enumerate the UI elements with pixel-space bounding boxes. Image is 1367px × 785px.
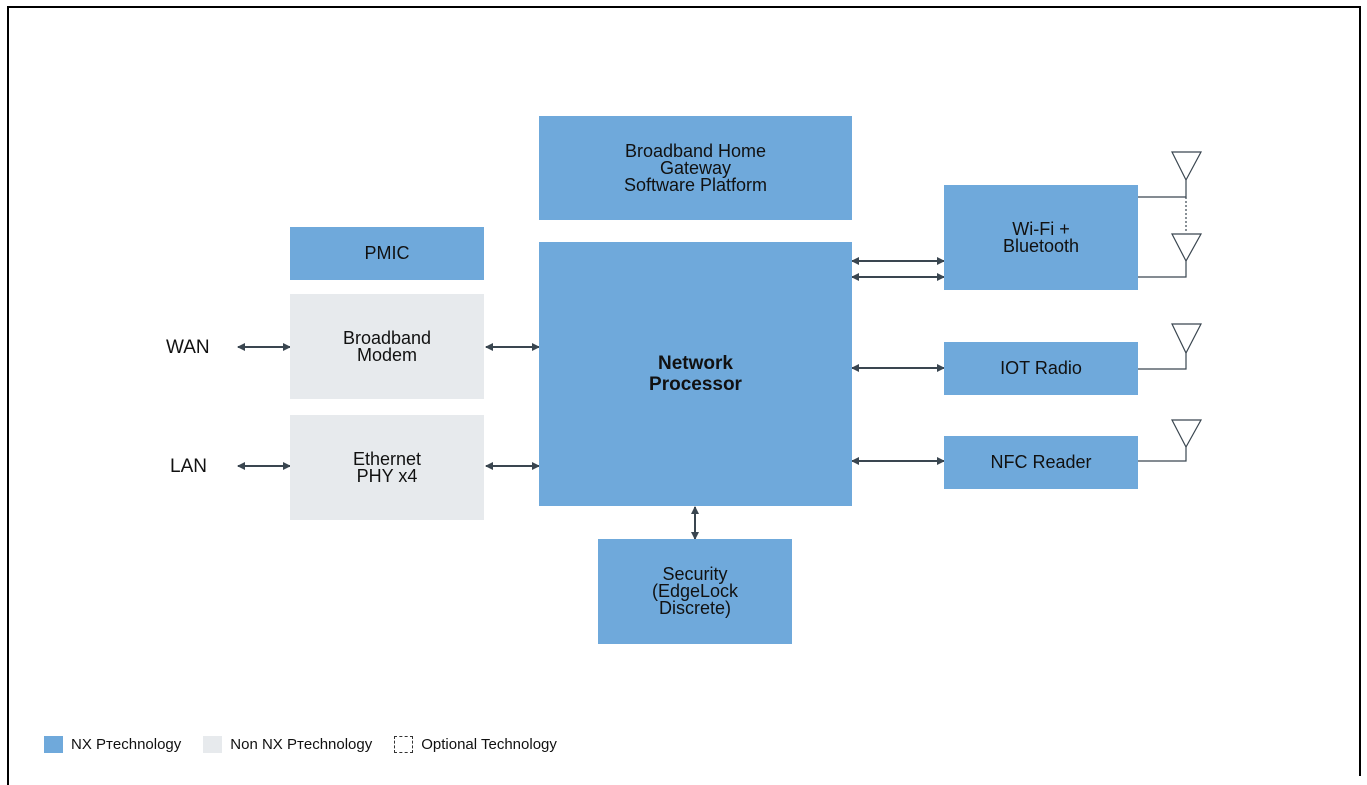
network-processor-block: Network Processor [539, 242, 852, 506]
legend-item-non-nx: Non NX Ртechnology [203, 735, 373, 753]
non-nx-swatch-icon [203, 735, 223, 753]
nfc-antenna-icon [1138, 419, 1203, 462]
nfc-reader-block: NFC Reader [944, 436, 1138, 489]
diagram-frame [7, 6, 1361, 776]
broadband-modem-block: Broadband Modem [290, 294, 484, 399]
legend-non-nx-label: Non NX Ртechnology [230, 735, 373, 753]
legend-item-nx: NX Ртechnology [44, 735, 182, 753]
security-block: Security (EdgeLock Discrete) [598, 539, 792, 644]
pmic-block: PMIC [290, 227, 484, 280]
iot-antenna-icon [1138, 323, 1202, 370]
ethernet-phy-block: Ethernet PHY x4 [290, 415, 484, 520]
legend-item-optional: Optional Technology [394, 735, 557, 753]
legend-optional-label: Optional Technology [421, 735, 557, 753]
software-platform-block: Broadband Home Gateway Software Platform [539, 116, 852, 220]
nx-swatch-icon [44, 735, 63, 753]
wifi-bluetooth-block: Wi-Fi + Bluetooth [944, 185, 1138, 290]
optional-swatch-icon [394, 735, 414, 753]
wifi-antenna-top-icon [1138, 151, 1203, 198]
legend: NX Ртechnology Non NX Ртechnology Option… [44, 734, 579, 754]
legend-nx-label: NX Ртechnology [71, 735, 182, 753]
wan-label: WAN [166, 337, 210, 358]
wifi-antenna-bottom-icon [1138, 233, 1203, 278]
iot-radio-block: IOT Radio [944, 342, 1138, 395]
frame-edge [7, 770, 9, 785]
lan-label: LAN [170, 456, 207, 477]
